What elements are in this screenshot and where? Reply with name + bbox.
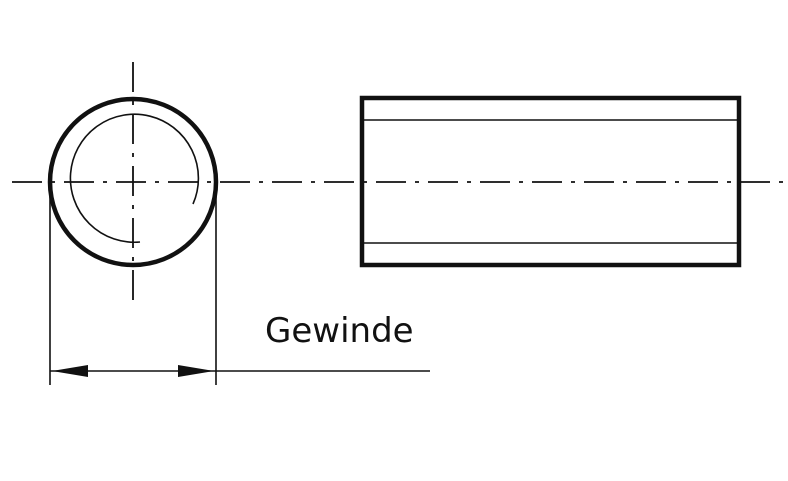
diameter-dimension: Gewinde: [49, 182, 430, 385]
outer-rectangle: [359, 95, 742, 268]
thread-root-arc: [69, 113, 200, 244]
arrowhead-right: [178, 365, 214, 377]
end-view: [47, 62, 219, 300]
dimension-label: Gewinde: [265, 311, 414, 351]
arrowhead-left: [52, 365, 88, 377]
side-view: [359, 95, 742, 268]
